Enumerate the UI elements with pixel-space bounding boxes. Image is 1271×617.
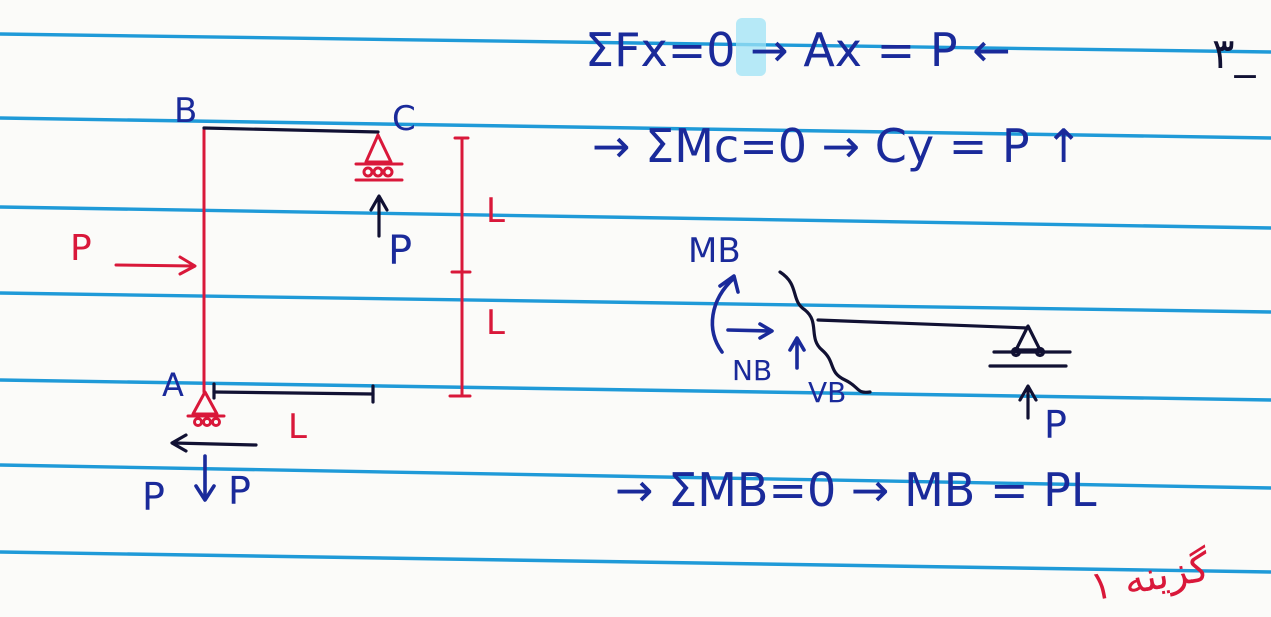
answer-choice-note: گزینه ۱ [1087, 544, 1214, 610]
frame-diagram: B C A P P L L L P P [70, 91, 505, 519]
beam-bc [202, 126, 380, 134]
bottom-dimension-line [212, 390, 375, 396]
load-p-arrow [114, 255, 197, 276]
joint-a-label: A [162, 366, 184, 404]
fbd-shear-label: VB [808, 376, 846, 409]
equations: ΣFx=0 → Ax = P ← → ΣMc=0 → Cy = P ↑ → ΣM… [585, 18, 1097, 517]
support-a [186, 390, 226, 427]
load-p-label: P [70, 228, 92, 269]
reaction-a-vertical-arrow [194, 454, 216, 502]
dimension-upper-label: L [486, 191, 505, 231]
support-c [354, 133, 404, 182]
reaction-a-vertical-label: P [228, 469, 251, 513]
equation-sum-mc: → ΣMc=0 → Cy = P ↑ [592, 119, 1083, 173]
fbd-reaction-label: P [1044, 403, 1067, 447]
vertical-dimension-line [448, 136, 472, 398]
fbd-shear-arrow [788, 336, 806, 370]
fbd-normal-label: NB [732, 354, 772, 387]
fbd-reaction-arrow [1018, 384, 1038, 420]
highlight-mark [736, 18, 766, 76]
dimension-lower-label: L [486, 303, 505, 343]
reaction-c-label: P [388, 228, 412, 274]
equation-sum-fx: ΣFx=0 → Ax = P ← [585, 23, 1011, 77]
equation-sum-mb: → ΣMB=0 → MB = PL [615, 463, 1097, 517]
free-body-diagram: P MB NB VB [688, 231, 1072, 447]
fbd-member [816, 318, 1030, 330]
fbd-support [988, 324, 1072, 368]
ruled-lines [0, 32, 1271, 574]
page-number: ۳_ [1212, 29, 1257, 78]
joint-c-label: C [392, 99, 416, 139]
dimension-bottom-label: L [288, 407, 307, 447]
fbd-cut-line [778, 270, 872, 394]
joint-b-label: B [174, 91, 197, 131]
fbd-moment-label: MB [688, 231, 741, 271]
fbd-normal-arrow [726, 322, 774, 340]
reaction-c-arrow [369, 194, 389, 238]
fbd-moment-arrow [710, 274, 740, 354]
reaction-a-horizontal-arrow [170, 433, 258, 453]
reaction-a-horizontal-label: P [142, 475, 165, 519]
